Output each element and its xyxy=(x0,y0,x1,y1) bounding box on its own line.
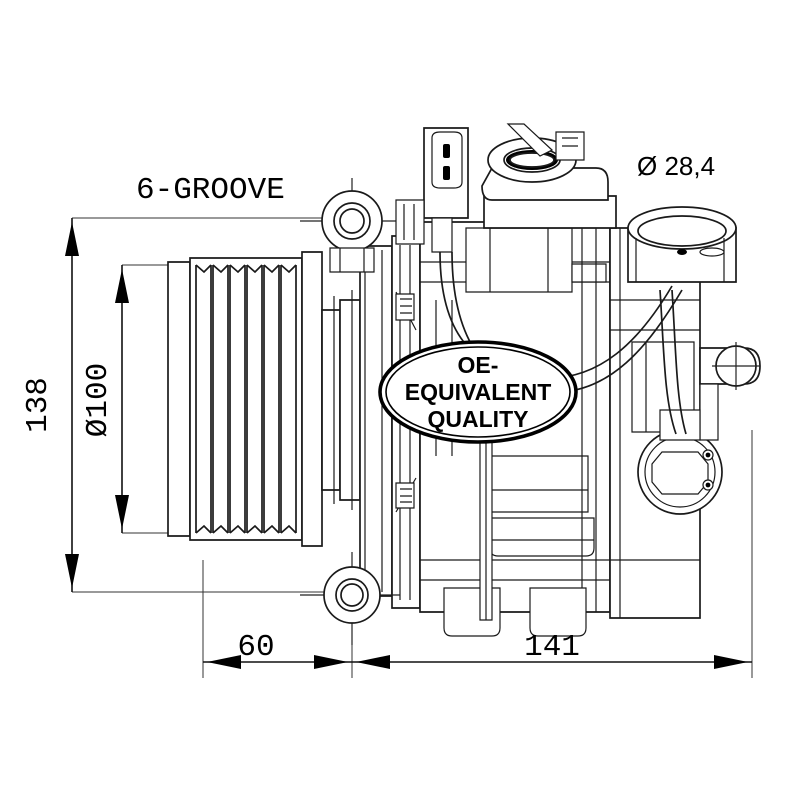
connector-face xyxy=(431,131,463,189)
dim-arrow-60-right xyxy=(314,655,348,669)
service-port-octagon xyxy=(651,451,709,495)
mount-boss-top-base xyxy=(329,247,375,273)
label-6-groove: 6-GROOVE xyxy=(136,173,285,208)
clutch-armature xyxy=(321,309,341,491)
label-height-138: 138 xyxy=(21,377,56,433)
rear-bracket-stem xyxy=(699,383,719,441)
mounting-bosses xyxy=(300,178,400,645)
pulley-groove-band xyxy=(189,257,303,541)
pulley-right-flange xyxy=(301,251,323,547)
badge-line-3: QUALITY xyxy=(428,406,529,432)
rear-housing xyxy=(609,227,761,619)
clutch-plate xyxy=(339,299,361,501)
dim-arrow-138-top xyxy=(65,222,79,256)
label-length-60: 60 xyxy=(237,630,274,665)
valve-bore-hole xyxy=(509,152,555,168)
valve-cap xyxy=(571,263,607,283)
connector-stem xyxy=(395,199,425,245)
label-port-diameter: Ø 28,4 xyxy=(637,151,715,181)
dim-arrow-d100-top xyxy=(115,269,129,303)
dim-arrow-141-right xyxy=(714,655,748,669)
pulley-left-flange xyxy=(167,261,191,537)
body-panel-bottom xyxy=(487,455,589,513)
valve-arm xyxy=(506,123,554,157)
pulley-grooves xyxy=(195,264,297,534)
dim-arrow-138-bottom xyxy=(65,554,79,588)
annotation-texts: 6-GROOVE Ø 28,4 138 Ø100 60 141 xyxy=(21,151,715,665)
badge-ellipse-inner xyxy=(385,346,571,438)
dim-arrow-60-left xyxy=(207,655,241,669)
service-port-screw-a-dot xyxy=(705,452,711,458)
body-foot-right xyxy=(529,587,587,637)
mount-boss-bottom-hole xyxy=(340,583,364,607)
connector-pin-2 xyxy=(443,166,450,180)
electrical-connector xyxy=(395,127,469,253)
mount-boss-top-hole xyxy=(339,208,365,234)
body-panel-top xyxy=(465,227,573,293)
quality-badge: OE- EQUIVALENT QUALITY xyxy=(378,340,578,444)
harness-wire-rear xyxy=(659,289,677,435)
front-boss-upper xyxy=(395,293,415,321)
rear-bracket-lip xyxy=(659,409,701,441)
dim-arrow-d100-bottom xyxy=(115,495,129,529)
badge-line-1: OE- xyxy=(458,352,499,378)
connector-socket xyxy=(431,217,453,253)
connector-pin-1 xyxy=(443,144,450,158)
suction-port-slot xyxy=(699,247,725,257)
body-rib-lower xyxy=(489,517,595,557)
service-port-screw-b-dot xyxy=(705,482,711,488)
badge-ellipse-outer xyxy=(378,340,578,444)
label-length-141: 141 xyxy=(524,630,580,665)
harness-wire-rear-2 xyxy=(671,289,687,435)
badge-line-2: EQUIVALENT xyxy=(405,379,552,405)
dim-arrow-141-left xyxy=(356,655,390,669)
suction-port xyxy=(627,206,737,283)
suction-port-pin xyxy=(677,249,687,255)
pulley-assembly xyxy=(167,251,361,547)
label-pulley-diameter: Ø100 xyxy=(81,363,116,437)
suction-port-rim-inner xyxy=(637,215,727,247)
control-valve xyxy=(481,123,617,283)
